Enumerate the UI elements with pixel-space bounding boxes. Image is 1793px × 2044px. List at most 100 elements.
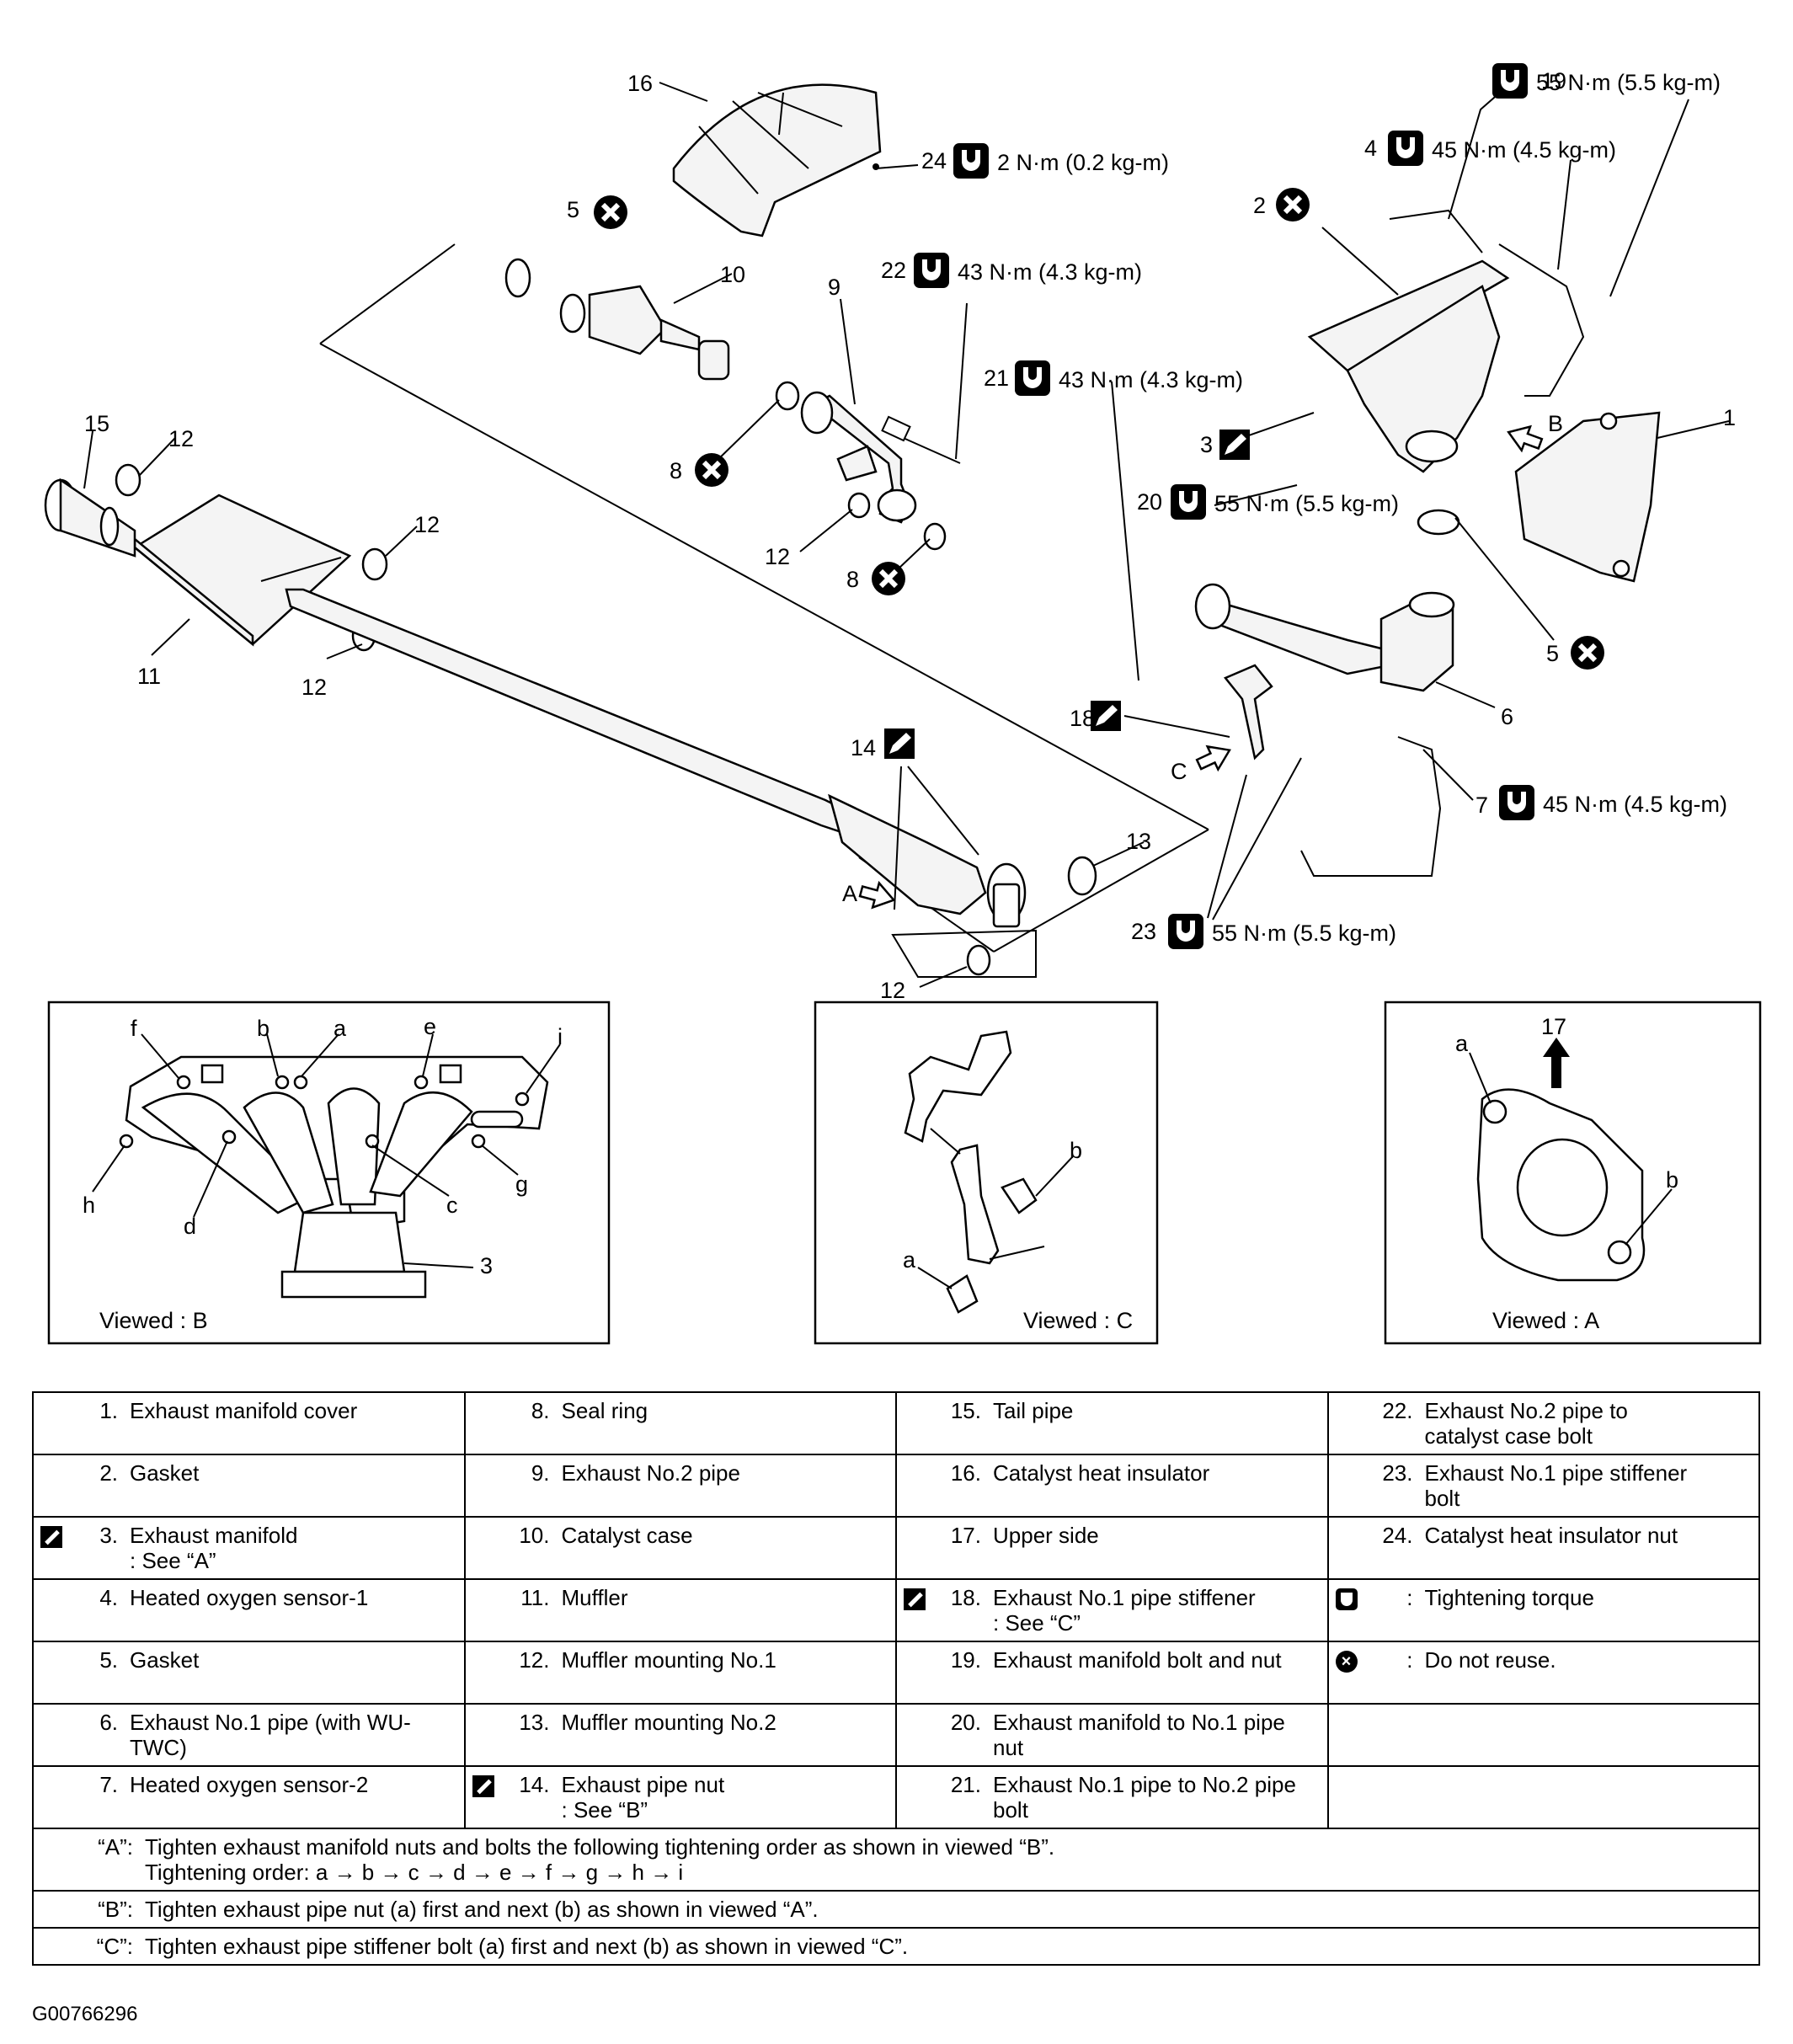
legend-number: 24. [1382, 1523, 1413, 1548]
legend-entry: 13.Muffler mounting No.2 [472, 1710, 889, 1736]
legend-entry: 6.Exhaust No.1 pipe (with WU-TWC) [40, 1710, 457, 1760]
legend-cell: 3.Exhaust manifold: See “A” [32, 1516, 466, 1580]
rubber-mount-b [361, 547, 388, 581]
do-not-reuse-icon [1571, 636, 1604, 670]
do-not-reuse-icon: × [1335, 1651, 1358, 1673]
do-not-reuse-icon [872, 562, 905, 595]
legend-cell: 14.Exhaust pipe nut: See “B” [463, 1765, 897, 1829]
view-a-panel: a b 17 Viewed : A [1384, 1001, 1762, 1345]
callout-13: 13 [1126, 829, 1151, 854]
callout-22: 22 [881, 258, 906, 283]
legend-entry: 24. Catalyst heat insulator nut [1336, 1523, 1753, 1549]
legend-row: 5.Gasket 12. Muffler mounting No.1 19.Exhau… [32, 1641, 1760, 1705]
legend-number: 9. [531, 1460, 550, 1486]
legend-text: Muffler mounting No.1 [561, 1647, 776, 1673]
legend-text: Exhaust manifold cover [130, 1398, 358, 1423]
callout-5-rear: 5 [567, 197, 579, 222]
legend-text: Do not reuse. [1424, 1647, 1556, 1673]
legend-text: Heated oxygen sensor-1 [130, 1585, 369, 1610]
legend-text: Catalyst heat insulator nut [1424, 1523, 1678, 1548]
legend-cell: 5.Gasket [32, 1641, 466, 1705]
wrench-icon [1492, 63, 1528, 99]
note-order: Tightening order: a → b → c → d → e → f … [145, 1860, 684, 1885]
muffler-mounting-small [847, 492, 871, 519]
legend-text: Tightening torque [1424, 1585, 1594, 1610]
exhaust-system-diagram: 16 24 5 10 9 22 21 8 12 8 15 12 12 11 12… [44, 63, 1762, 1345]
pen-icon [884, 728, 915, 759]
legend-entry: 8.Seal ring [472, 1398, 889, 1424]
do-not-reuse-icon [695, 453, 728, 487]
svg-text:h: h [83, 1193, 95, 1218]
note-text: Tighten exhaust pipe stiffener bolt (a) … [145, 1934, 909, 1959]
note-text: Tighten exhaust manifold nuts and bolts … [145, 1834, 1055, 1860]
callout-12-e: 12 [880, 978, 905, 1003]
apply-symbols [884, 430, 1250, 759]
view-c-panel: b a Viewed : C [814, 1001, 1159, 1345]
torque-19: 55 N·m (5.5 kg-m) [1536, 70, 1721, 95]
torque-20: 55 N·m (5.5 kg-m) [1214, 491, 1399, 516]
callout-23: 23 [1131, 919, 1156, 944]
oxygen-sensor-2 [1300, 736, 1442, 877]
callout-11: 11 [137, 664, 161, 689]
legend-entry: 2.Gasket [40, 1460, 457, 1486]
legend-text: Catalyst heat insulator [993, 1460, 1210, 1486]
legend-entry: 12. Muffler mounting No.1 [472, 1647, 889, 1673]
front-flange-14 [986, 862, 1027, 928]
legend-entry: 19.Exhaust manifold bolt and nut [904, 1647, 1321, 1673]
legend-cell: 6.Exhaust No.1 pipe (with WU-TWC) [32, 1703, 466, 1767]
legend-cell: 1.Exhaust manifold cover [32, 1391, 466, 1455]
note-row: “A”:Tighten exhaust manifold nuts and bo… [32, 1828, 1760, 1892]
legend-row: 7.Heated oxygen sensor-2 14.Exhaust pipe … [32, 1765, 1760, 1829]
pen-icon [472, 1775, 494, 1798]
note-text: Tighten exhaust pipe nut (a) first and n… [145, 1897, 819, 1922]
arrow-label-b: B [1548, 411, 1563, 436]
callout-5-front: 5 [1546, 641, 1559, 666]
legend-text: Heated oxygen sensor-2 [130, 1772, 369, 1797]
svg-text:a: a [1455, 1031, 1469, 1056]
callout-7: 7 [1475, 793, 1488, 818]
legend-number: 12. [519, 1647, 550, 1673]
pen-icon [1219, 430, 1250, 460]
wrench-icon [1499, 785, 1534, 820]
legend-entry: 5.Gasket [40, 1647, 457, 1673]
note-key: “C”: [96, 1934, 133, 1959]
torque-21: 43 N·m (4.3 kg-m) [1059, 367, 1243, 392]
legend-cell: 4.Heated oxygen sensor-1 [32, 1578, 466, 1642]
stiffener-18 [1223, 664, 1273, 760]
legend-cell: 8.Seal ring [463, 1391, 897, 1455]
callout-19: 19 [1541, 68, 1566, 93]
legend-entry: 15.Tail pipe [904, 1398, 1321, 1424]
legend-text: Catalyst case [561, 1523, 693, 1548]
wrench-icon [1015, 360, 1050, 396]
wrench-icon [1388, 131, 1423, 166]
catalyst-heat-insulator [672, 83, 882, 237]
callout-9: 9 [828, 275, 840, 300]
legend-entry: ×: Do not reuse. [1335, 1647, 1753, 1673]
svg-text:b: b [1666, 1167, 1678, 1193]
svg-text:a: a [903, 1247, 916, 1273]
legend-number: : [1406, 1647, 1413, 1673]
do-not-reuse-icon [594, 195, 627, 229]
tightening-note: “B”:Tighten exhaust pipe nut (a) first a… [40, 1897, 1752, 1922]
legend-entry: 14.Exhaust pipe nut: See “B” [472, 1772, 889, 1823]
callout-8-a: 8 [670, 458, 682, 483]
legend-row: 3.Exhaust manifold: See “A”10.Catalyst c… [32, 1516, 1760, 1580]
legend-subtext: bolt [993, 1797, 1028, 1823]
exhaust-no2-pipe [800, 391, 917, 524]
legend-number: : [1406, 1585, 1413, 1610]
svg-text:i: i [558, 1024, 563, 1049]
legend-entry: 7.Heated oxygen sensor-2 [40, 1772, 457, 1798]
legend-entry: 4.Heated oxygen sensor-1 [40, 1585, 457, 1611]
legend-number: 15. [950, 1398, 981, 1423]
legend-number: 18. [950, 1585, 981, 1610]
pen-icon [904, 1588, 926, 1611]
legend-number: 3. [99, 1523, 118, 1548]
legend-number: 17. [950, 1523, 981, 1548]
view-a-caption: Viewed : A [1492, 1308, 1599, 1333]
